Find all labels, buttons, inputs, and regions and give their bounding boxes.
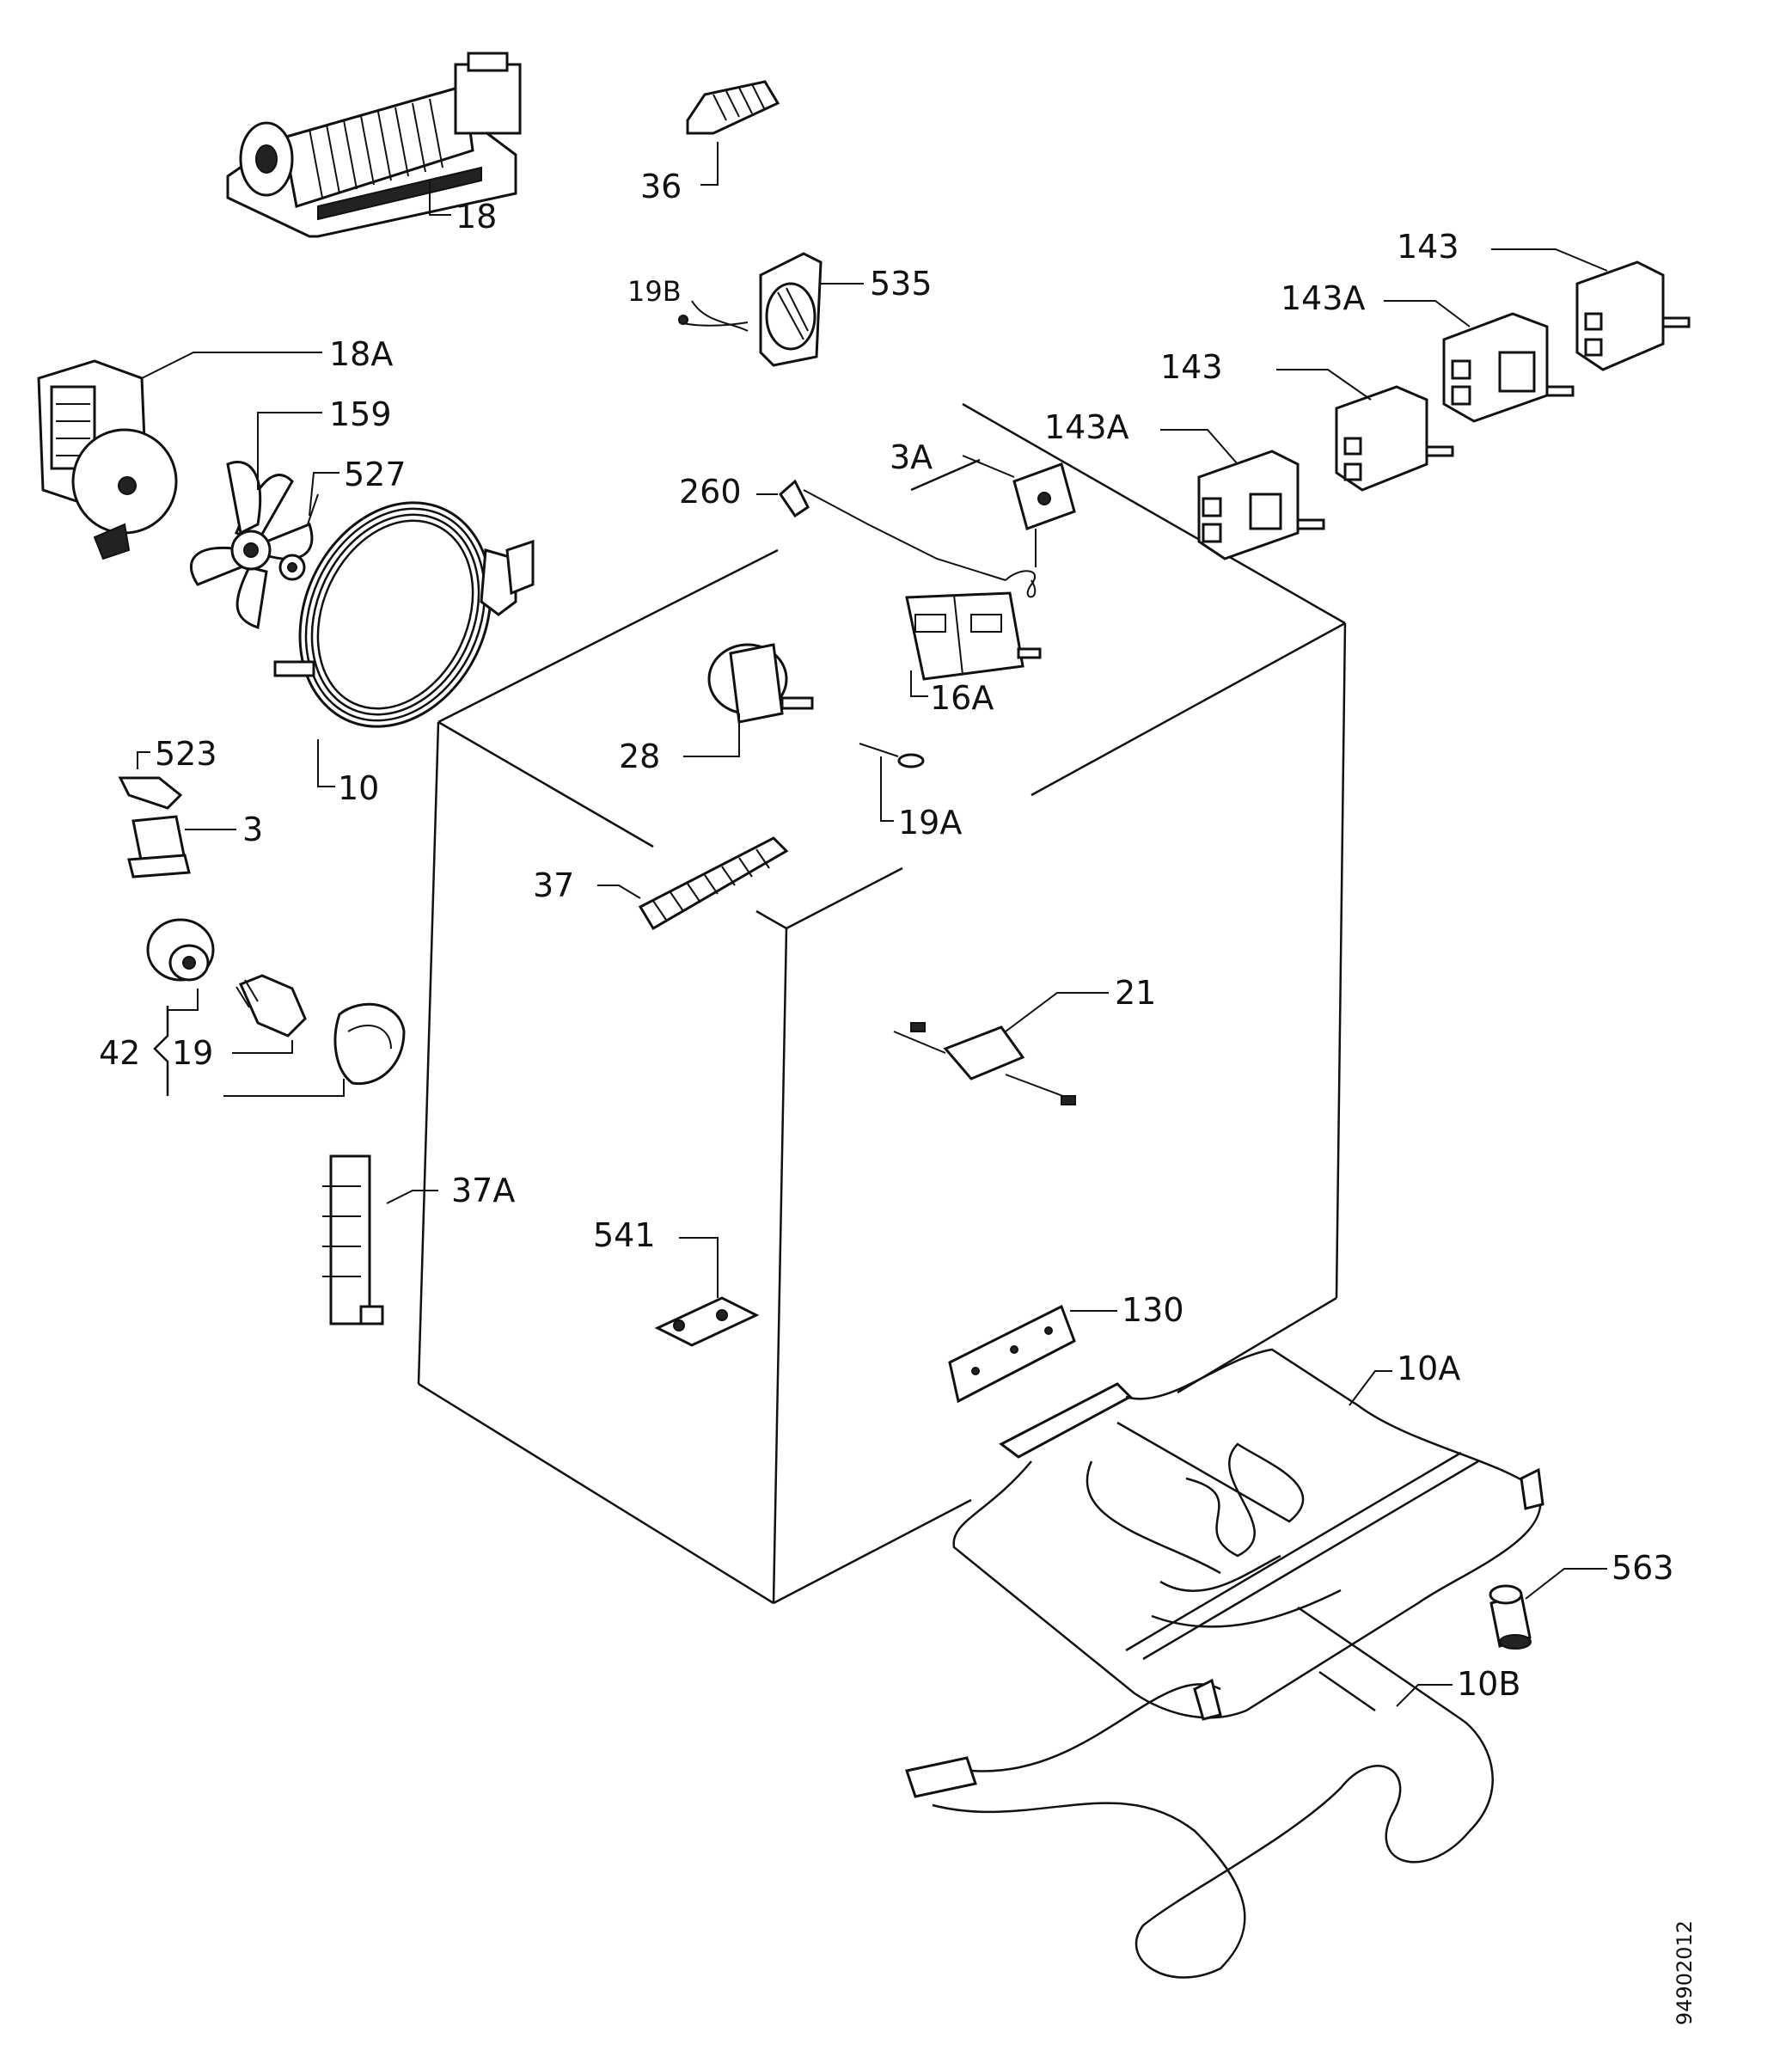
label-3a: 3A — [890, 438, 933, 476]
oven-cavity-box — [417, 402, 1347, 1605]
connector-541-part — [654, 1296, 760, 1347]
label-535: 535 — [870, 265, 933, 303]
label-37: 37 — [533, 866, 574, 904]
terminal-block-36-part — [686, 80, 780, 135]
bottom-element-10b-part — [905, 1606, 1494, 1979]
switch-143a-lower-part — [1197, 450, 1325, 560]
thermostat-260-part — [779, 479, 1037, 598]
lamp-socket-part — [146, 918, 215, 982]
lamp-19a-part — [859, 743, 925, 768]
label-143-upper: 143 — [1397, 228, 1459, 266]
tangential-fan-part — [226, 52, 522, 238]
document-code: 94902012 — [1667, 1900, 1702, 2046]
wire-19b-part — [678, 300, 749, 332]
fan-motor-18a-part — [37, 359, 178, 560]
plate-130-part — [948, 1304, 1076, 1404]
thermostat-3-part — [127, 815, 191, 878]
switch-143-upper-part — [1575, 260, 1691, 371]
label-260: 260 — [679, 473, 742, 511]
label-527: 527 — [344, 456, 407, 493]
label-18a: 18A — [329, 335, 393, 373]
label-159: 159 — [329, 395, 392, 433]
lamp-holder-535-part — [759, 252, 823, 367]
part-labels: 18 36 19B 535 18A 159 527 260 3A 143A 14… — [99, 168, 1674, 1703]
terminal-block-37a-part — [322, 1154, 384, 1325]
label-16a: 16A — [930, 679, 994, 717]
switch-143a-upper-part — [1442, 312, 1575, 423]
nut-527-part — [278, 493, 319, 581]
switch-143-lower-part — [1335, 385, 1454, 492]
label-523: 523 — [155, 735, 217, 773]
label-19: 19 — [172, 1034, 213, 1072]
label-19a: 19A — [898, 804, 962, 842]
label-28: 28 — [619, 738, 660, 775]
label-18: 18 — [456, 198, 497, 236]
label-19b: 19B — [627, 275, 682, 308]
circular-element-10-part — [273, 501, 535, 728]
document-code-text: 94902012 — [1673, 1919, 1697, 2026]
label-37a: 37A — [451, 1172, 515, 1209]
thermostat-3a-part — [1012, 462, 1076, 567]
label-10a: 10A — [1397, 1350, 1460, 1387]
label-143a-upper: 143A — [1281, 279, 1366, 317]
label-10: 10 — [338, 769, 379, 807]
label-541: 541 — [593, 1216, 656, 1254]
label-563: 563 — [1612, 1549, 1674, 1587]
label-10b: 10B — [1457, 1665, 1520, 1703]
label-143a-lower: 143A — [1044, 408, 1129, 446]
relay-21-part — [893, 1022, 1076, 1105]
lamp-bulb-19-part — [235, 974, 307, 1038]
label-36: 36 — [640, 168, 682, 205]
lamp-cover-part — [333, 1002, 406, 1086]
motor-28-part — [707, 643, 814, 724]
label-143-lower: 143 — [1160, 348, 1223, 386]
terminal-strip-37-part — [638, 836, 789, 931]
clock-16a-part — [905, 591, 1042, 681]
label-21: 21 — [1115, 974, 1156, 1012]
label-42: 42 — [99, 1034, 140, 1072]
label-3: 3 — [242, 811, 263, 848]
label-130: 130 — [1122, 1291, 1184, 1329]
clip-523-part — [118, 776, 183, 810]
knob-563-part — [1489, 1584, 1532, 1650]
fan-blade-159-part — [189, 461, 314, 629]
grill-element-10a-part — [952, 1348, 1544, 1719]
